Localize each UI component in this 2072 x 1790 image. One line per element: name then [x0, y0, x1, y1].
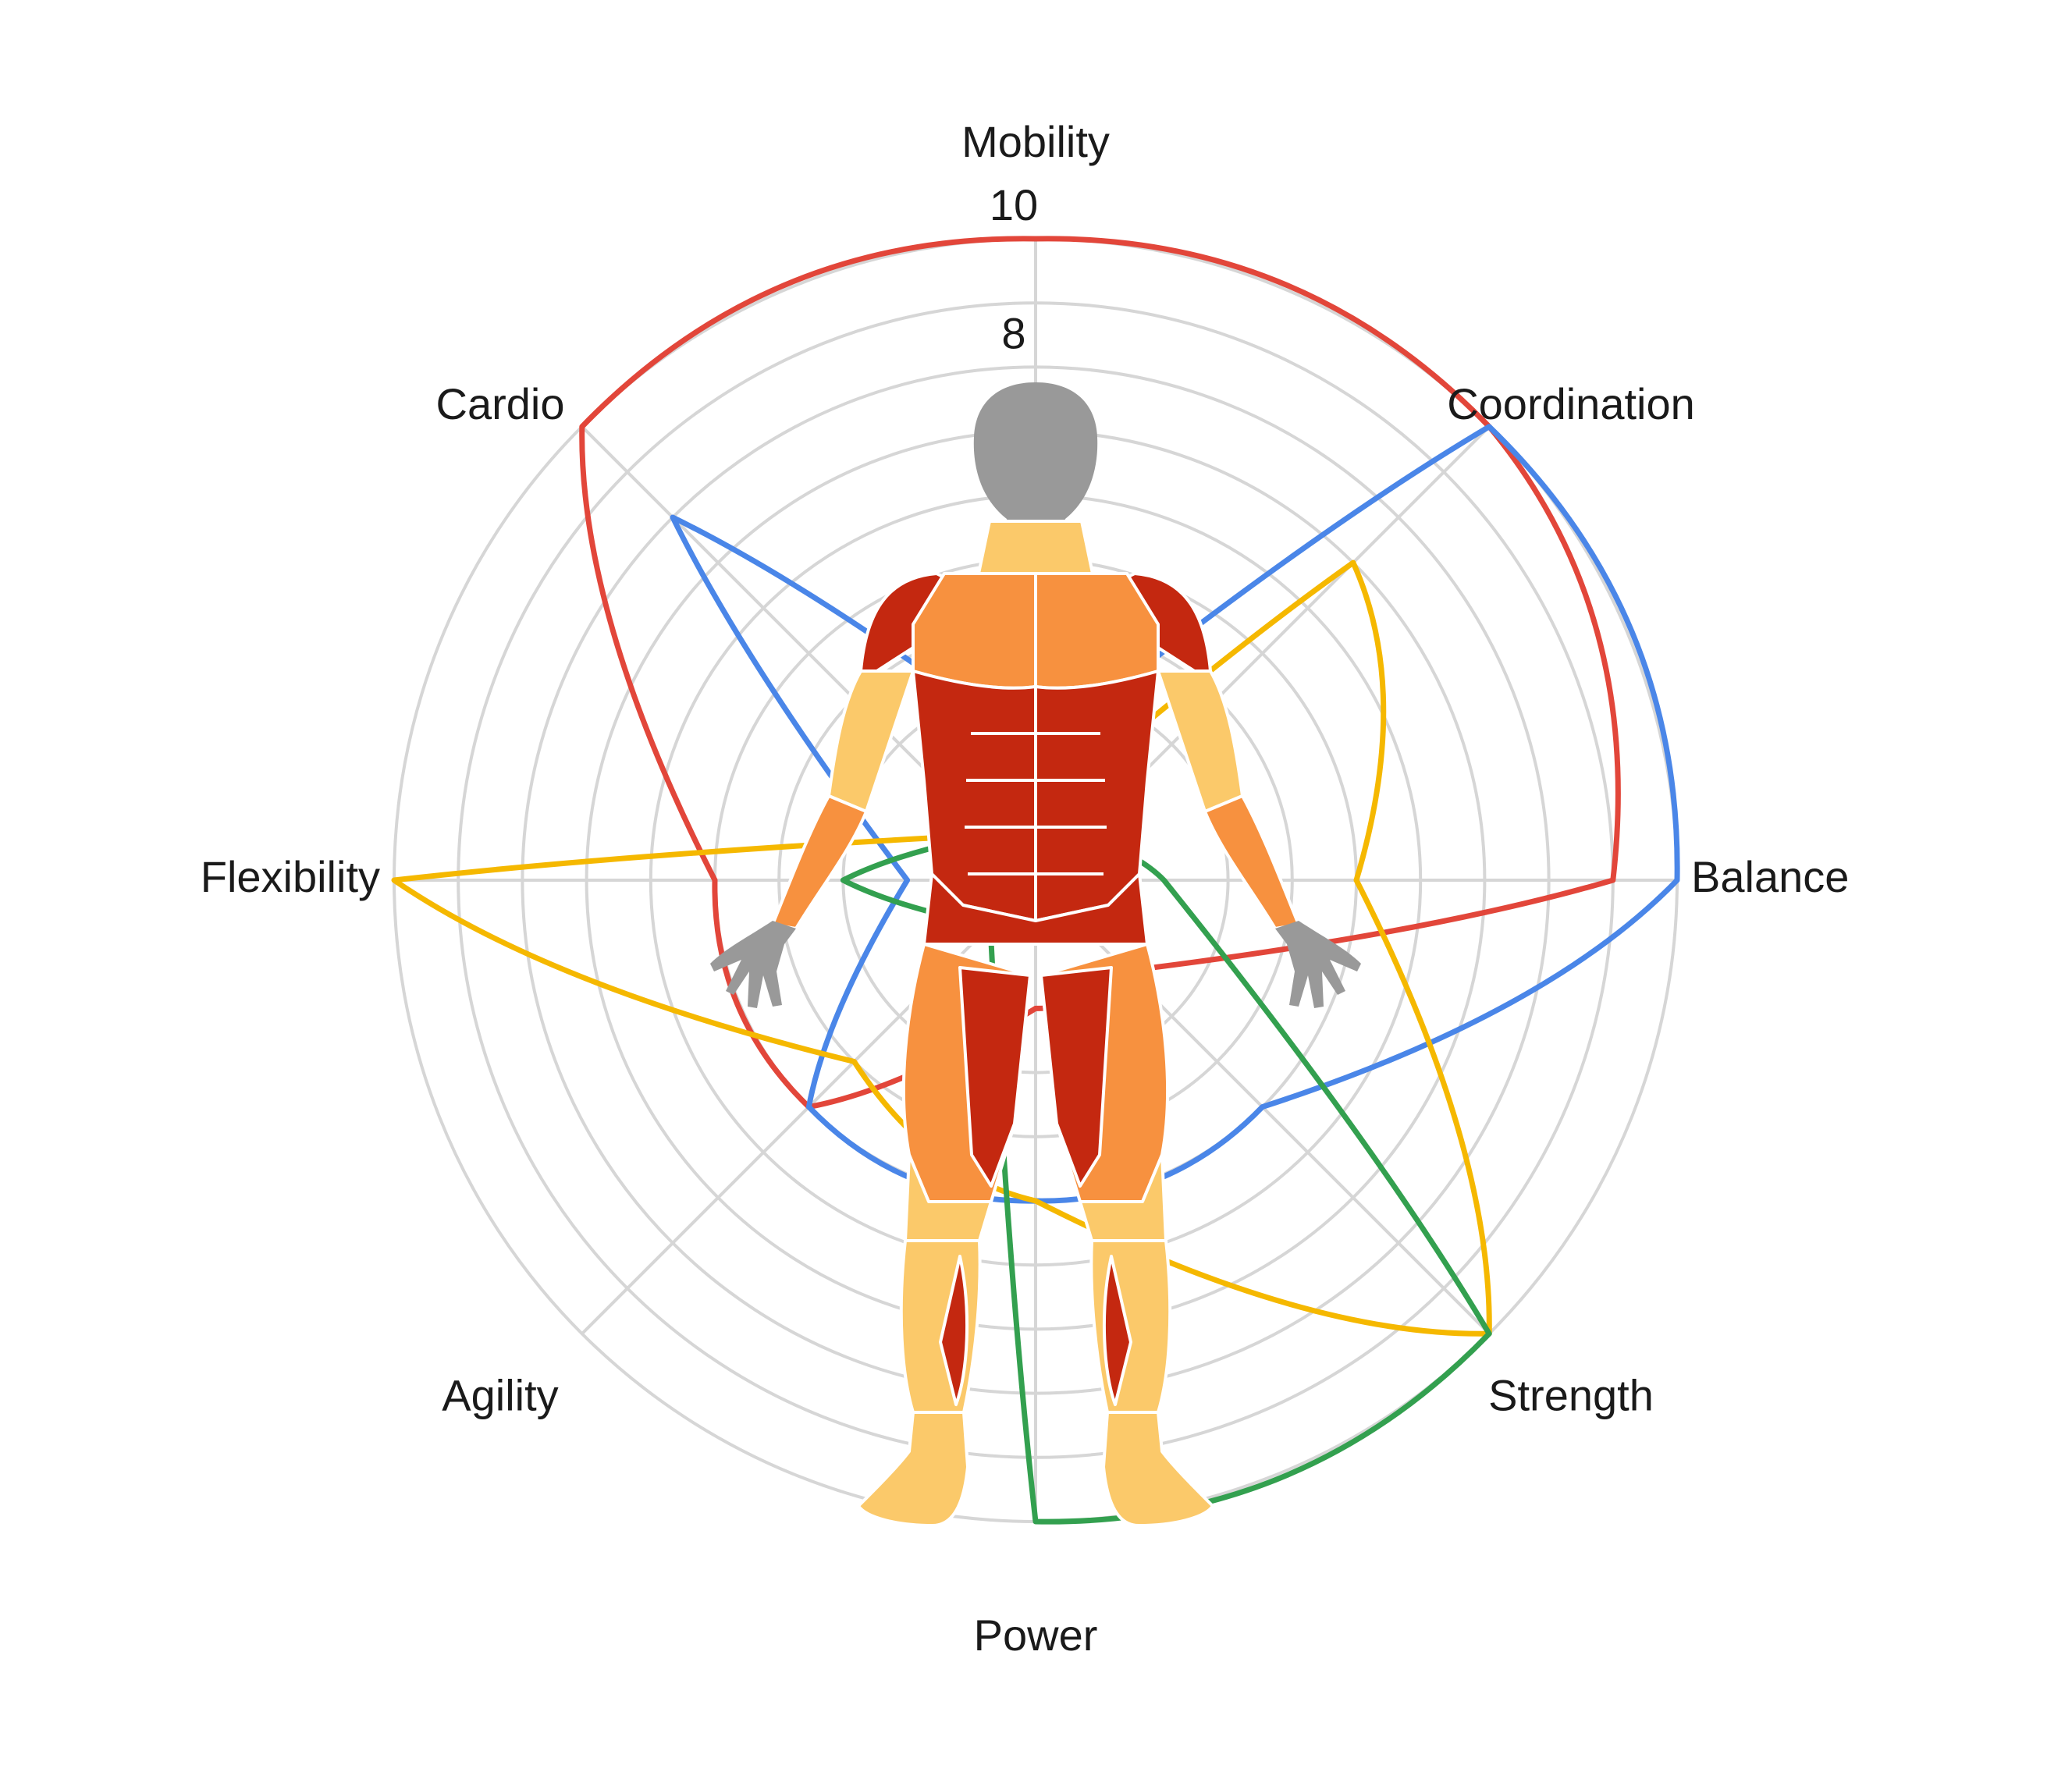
- right-calf: [1102, 1255, 1132, 1406]
- axis-label-mobility: Mobility: [961, 117, 1110, 166]
- tick-label: 10: [990, 180, 1038, 229]
- axis-label-coordination: Coordination: [1447, 379, 1695, 428]
- tick-labels: 8 10: [990, 180, 1038, 357]
- right-hand: [1275, 921, 1361, 1008]
- human-body-muscle-icon: [710, 382, 1361, 1527]
- axis-label-strength: Strength: [1488, 1371, 1654, 1420]
- left-inner-thigh: [958, 966, 1032, 1188]
- axis-label-cardio: Cardio: [436, 379, 565, 428]
- right-inner-thigh: [1040, 966, 1113, 1188]
- left-hand: [710, 921, 796, 1008]
- left-foot: [857, 1411, 969, 1527]
- axis-label-balance: Balance: [1691, 852, 1849, 901]
- axis-label-flexibility: Flexibility: [201, 852, 380, 901]
- series-line-1: [579, 236, 1621, 1110]
- left-knee: [904, 1153, 993, 1242]
- axis-label-power: Power: [974, 1611, 1098, 1660]
- abs-lines: [965, 687, 1107, 921]
- series-line-4: [840, 813, 1492, 1525]
- neck-shape: [977, 520, 1094, 575]
- head-shape: [973, 382, 1098, 538]
- right-foot: [1102, 1411, 1214, 1527]
- right-knee: [1079, 1153, 1167, 1242]
- hips: [922, 872, 1149, 946]
- tick-label: 8: [1001, 308, 1025, 357]
- axis-label-agility: Agility: [442, 1371, 558, 1420]
- left-calf: [939, 1255, 969, 1406]
- axis-labels: MobilityCoordinationBalanceStrengthPower…: [201, 117, 1850, 1660]
